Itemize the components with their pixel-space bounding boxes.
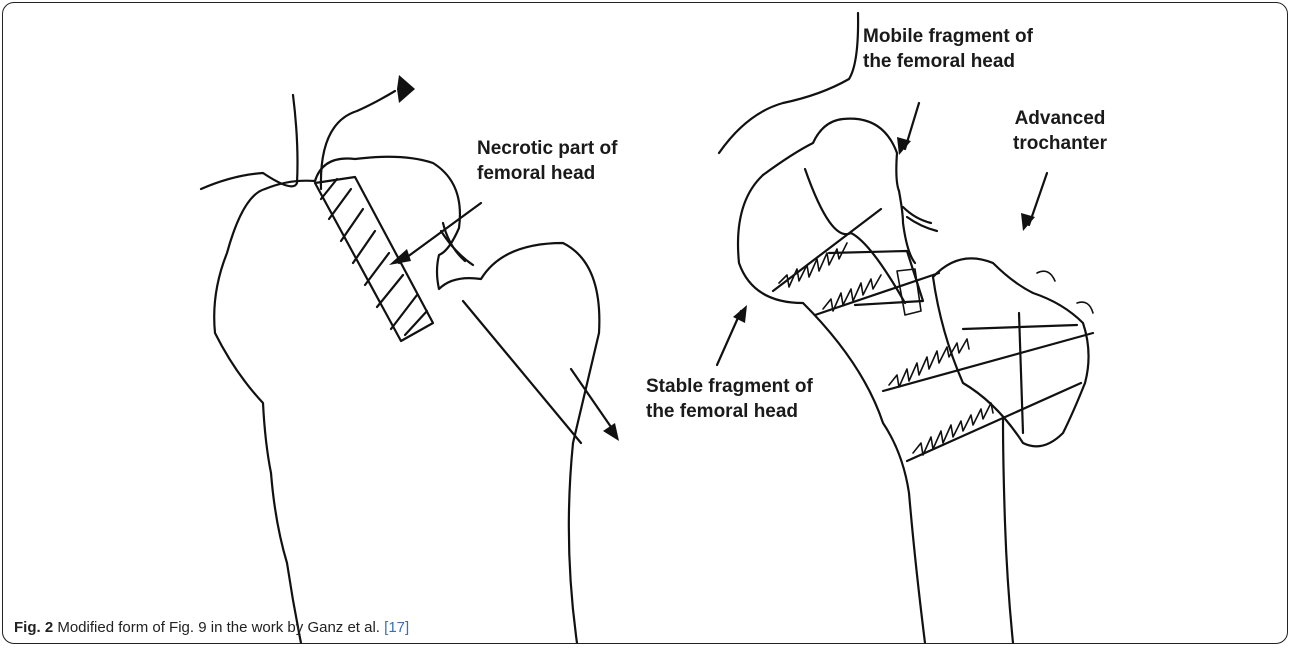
left-trochanter-arrowhead <box>603 423 619 441</box>
right-small-box <box>897 269 921 315</box>
left-rotation-arrowhead <box>397 75 415 103</box>
femur-diagram <box>3 3 1288 644</box>
figure-caption: Fig. 2 Modified form of Fig. 9 in the wo… <box>14 619 409 636</box>
necrotic-annotation-arrowhead <box>389 249 411 265</box>
advanced-trochanter-label: Advanced trochanter <box>1013 106 1107 156</box>
mobile-fragment-label: Mobile fragment of the femoral head <box>863 24 1033 74</box>
right-stable-fragment-inner <box>805 169 905 303</box>
left-acetabulum-line <box>201 95 298 189</box>
right-trochanter-bump-2 <box>1077 302 1093 313</box>
left-neck-line <box>463 301 581 443</box>
left-hatch-lines <box>321 179 427 335</box>
left-trochanter-arrow <box>571 369 611 427</box>
right-shaft-edge <box>1003 419 1013 643</box>
left-rotation-arrow <box>321 91 395 189</box>
caption-reference-link[interactable]: [17] <box>384 619 409 636</box>
left-necrotic-wedge <box>315 177 433 341</box>
left-femur-head-connector <box>265 181 315 189</box>
left-femoral-head-outline <box>315 157 599 643</box>
right-femoral-head-outline <box>763 119 899 191</box>
stable-annotation-arrowhead <box>733 305 747 323</box>
caption-label: Fig. 2 <box>14 619 53 636</box>
stable-fragment-label: Stable fragment of the femoral head <box>646 374 813 424</box>
right-screws <box>773 209 1093 461</box>
necrotic-label: Necrotic part of femoral head <box>477 136 617 186</box>
right-trochanter-divider <box>1019 313 1023 433</box>
left-femur-outer <box>214 189 301 643</box>
right-lesser-trochanter <box>903 207 937 231</box>
right-acetabulum-line <box>719 13 858 153</box>
caption-text: Modified form of Fig. 9 in the work by G… <box>53 619 384 636</box>
right-trochanter-outline <box>933 258 1089 446</box>
right-trochanter-bump <box>1037 271 1055 281</box>
